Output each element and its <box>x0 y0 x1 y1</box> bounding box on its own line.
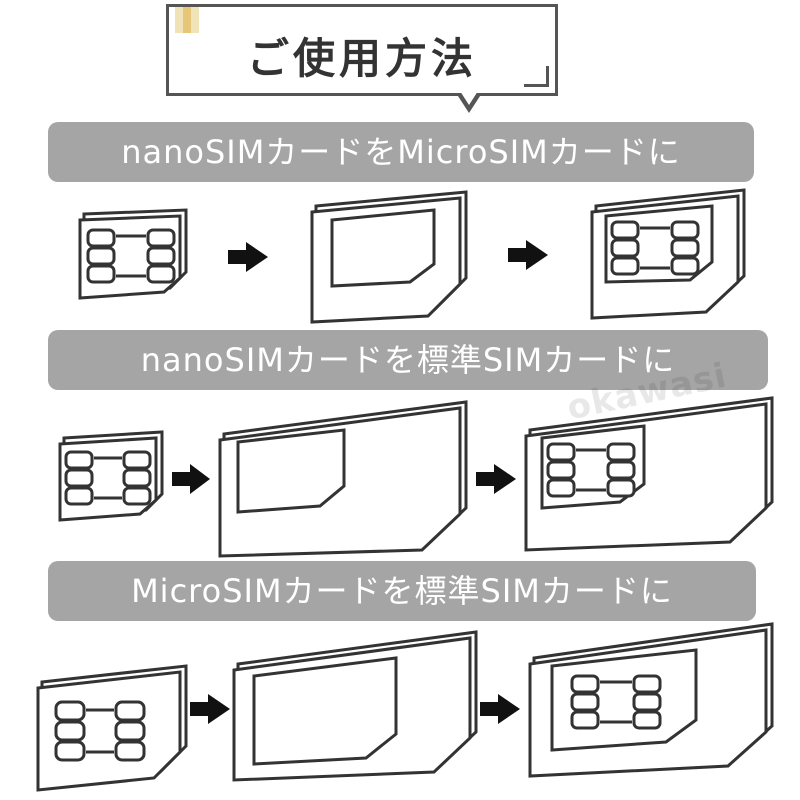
right-arrow-icon <box>480 694 520 724</box>
sim-adapter-icon <box>232 630 478 782</box>
sim-adapter-icon <box>590 188 746 320</box>
title-corner-bracket <box>524 66 549 87</box>
title-corner-decoration <box>175 7 199 33</box>
right-arrow-icon <box>228 242 268 272</box>
sim-chip-icon <box>86 228 176 284</box>
instruction-banner-nano-to-standard: nanoSIMカードを標準SIMカードに <box>48 330 768 390</box>
right-arrow-icon <box>508 240 548 270</box>
sim-adapter-icon <box>524 396 774 552</box>
sim-adapter-icon <box>218 400 468 558</box>
title-speech-tail <box>456 91 482 113</box>
sim-adapter-icon <box>528 622 774 778</box>
sim-chip-icon <box>610 220 700 276</box>
sim-card-icon <box>36 664 188 792</box>
title-box: ご使用方法 <box>166 4 558 96</box>
sim-chip-icon <box>64 450 152 506</box>
row-nano-to-micro <box>78 188 746 324</box>
right-arrow-icon <box>190 694 230 724</box>
sim-card-icon <box>78 208 188 300</box>
right-arrow-icon <box>172 464 210 494</box>
sim-adapter-icon <box>310 190 468 324</box>
sim-chip-icon <box>54 700 146 762</box>
right-arrow-icon <box>476 464 516 494</box>
sim-chip-icon <box>546 442 636 498</box>
sim-card-icon <box>58 430 164 522</box>
instruction-banner-nano-to-micro: nanoSIMカードをMicroSIMカードに <box>48 122 754 182</box>
row-nano-to-standard <box>58 396 774 558</box>
row-micro-to-standard <box>36 622 774 792</box>
instruction-banner-micro-to-standard: MicroSIMカードを標準SIMカードに <box>48 561 756 621</box>
sim-chip-icon <box>570 674 662 730</box>
page-title: ご使用方法 <box>246 34 477 83</box>
